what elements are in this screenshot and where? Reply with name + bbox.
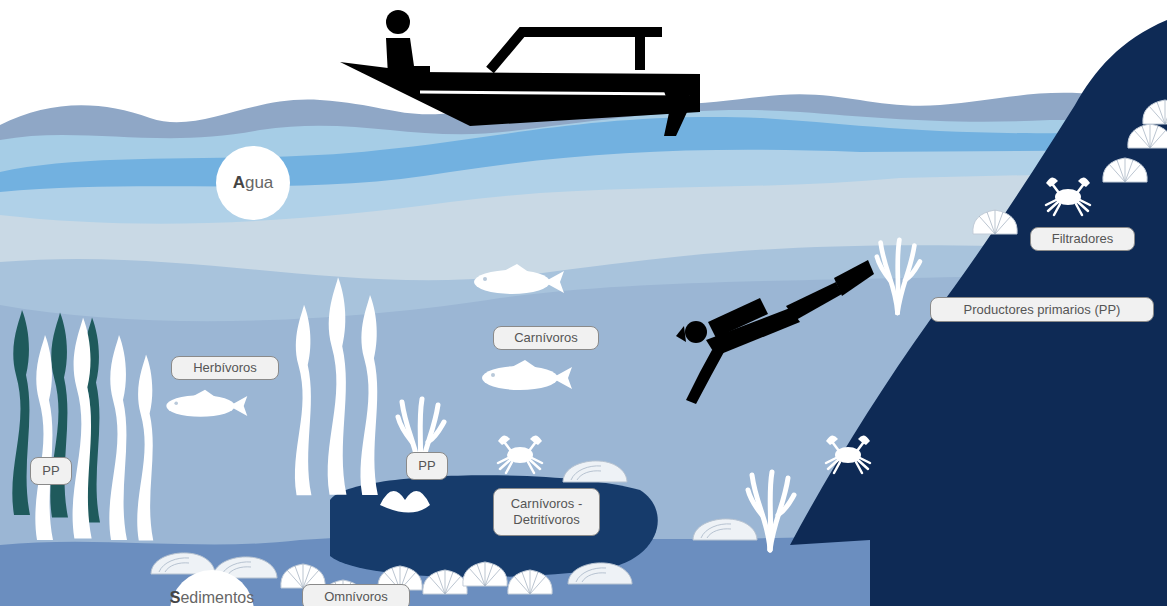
zone-name: Sedimentos	[170, 589, 255, 606]
shell	[423, 570, 467, 594]
coral-base	[380, 491, 430, 512]
seaweed-blade	[295, 305, 311, 496]
fish-carnivore	[482, 360, 572, 390]
label-text: PP	[418, 458, 435, 474]
shell	[1128, 124, 1167, 148]
rock-mound	[330, 475, 658, 577]
group-label: Productores primarios (PP)	[930, 297, 1154, 322]
shell	[973, 210, 1017, 234]
shell	[693, 519, 757, 540]
circle-shape	[170, 570, 254, 606]
seaweed-blade	[109, 335, 127, 540]
fish-herbivore	[166, 390, 247, 417]
label-text: PP	[42, 463, 59, 479]
shell	[568, 563, 632, 584]
group-label: PP	[406, 452, 448, 480]
crab	[1046, 177, 1090, 215]
shell	[508, 570, 552, 594]
shell	[1143, 100, 1167, 124]
fish-carnivore	[474, 264, 564, 294]
zone-name: Agua	[233, 173, 274, 220]
seaweed-blade	[361, 295, 378, 495]
group-label: Omnívoros	[302, 584, 410, 606]
seaweed-blade	[73, 317, 92, 538]
seaweed-blade	[137, 355, 153, 541]
diver-body	[706, 308, 800, 356]
label-text: Carnívoros	[514, 330, 578, 346]
outboard-motor	[660, 80, 692, 136]
diver-fin	[834, 260, 874, 296]
seaweed-blade	[328, 277, 347, 494]
seaweed-blade	[35, 335, 53, 540]
label-text: Carnívoros - Detritívoros	[500, 496, 593, 528]
shell	[463, 562, 507, 586]
hull-stripe	[420, 92, 690, 94]
circle-shape	[216, 146, 290, 220]
label-text: Omnívoros	[324, 589, 388, 605]
crab	[826, 435, 870, 473]
fauna	[151, 100, 1167, 604]
rocky-slope	[790, 20, 1167, 606]
label-text: Herbívoros	[193, 360, 257, 376]
seaweed-blade	[50, 313, 68, 518]
boat-frame	[490, 32, 662, 70]
zone-circle: Sedimentos	[170, 570, 254, 606]
label-text: Filtradores	[1052, 231, 1113, 247]
boat-hull	[340, 62, 700, 126]
zone-circle: Agua	[216, 146, 290, 220]
person-head	[386, 10, 410, 34]
group-label: PP	[30, 457, 72, 485]
shell	[563, 461, 627, 482]
seaweed-blade	[12, 310, 30, 515]
group-label: Herbívoros	[171, 356, 279, 380]
boat	[340, 10, 700, 136]
diver-head	[685, 321, 707, 343]
shell	[1103, 158, 1147, 182]
seaweed	[12, 240, 920, 550]
coral	[877, 240, 920, 313]
group-label: Filtradores	[1030, 227, 1135, 251]
water-layers	[0, 20, 1167, 606]
diver-arm	[686, 350, 724, 404]
diver-mask	[676, 326, 686, 342]
group-label: Carnívoros	[493, 326, 599, 350]
diver-leg	[786, 282, 842, 320]
label-text: Productores primarios (PP)	[964, 302, 1121, 318]
diver	[676, 260, 874, 404]
crab	[498, 435, 542, 473]
group-label: Carnívoros - Detritívoros	[493, 488, 600, 536]
